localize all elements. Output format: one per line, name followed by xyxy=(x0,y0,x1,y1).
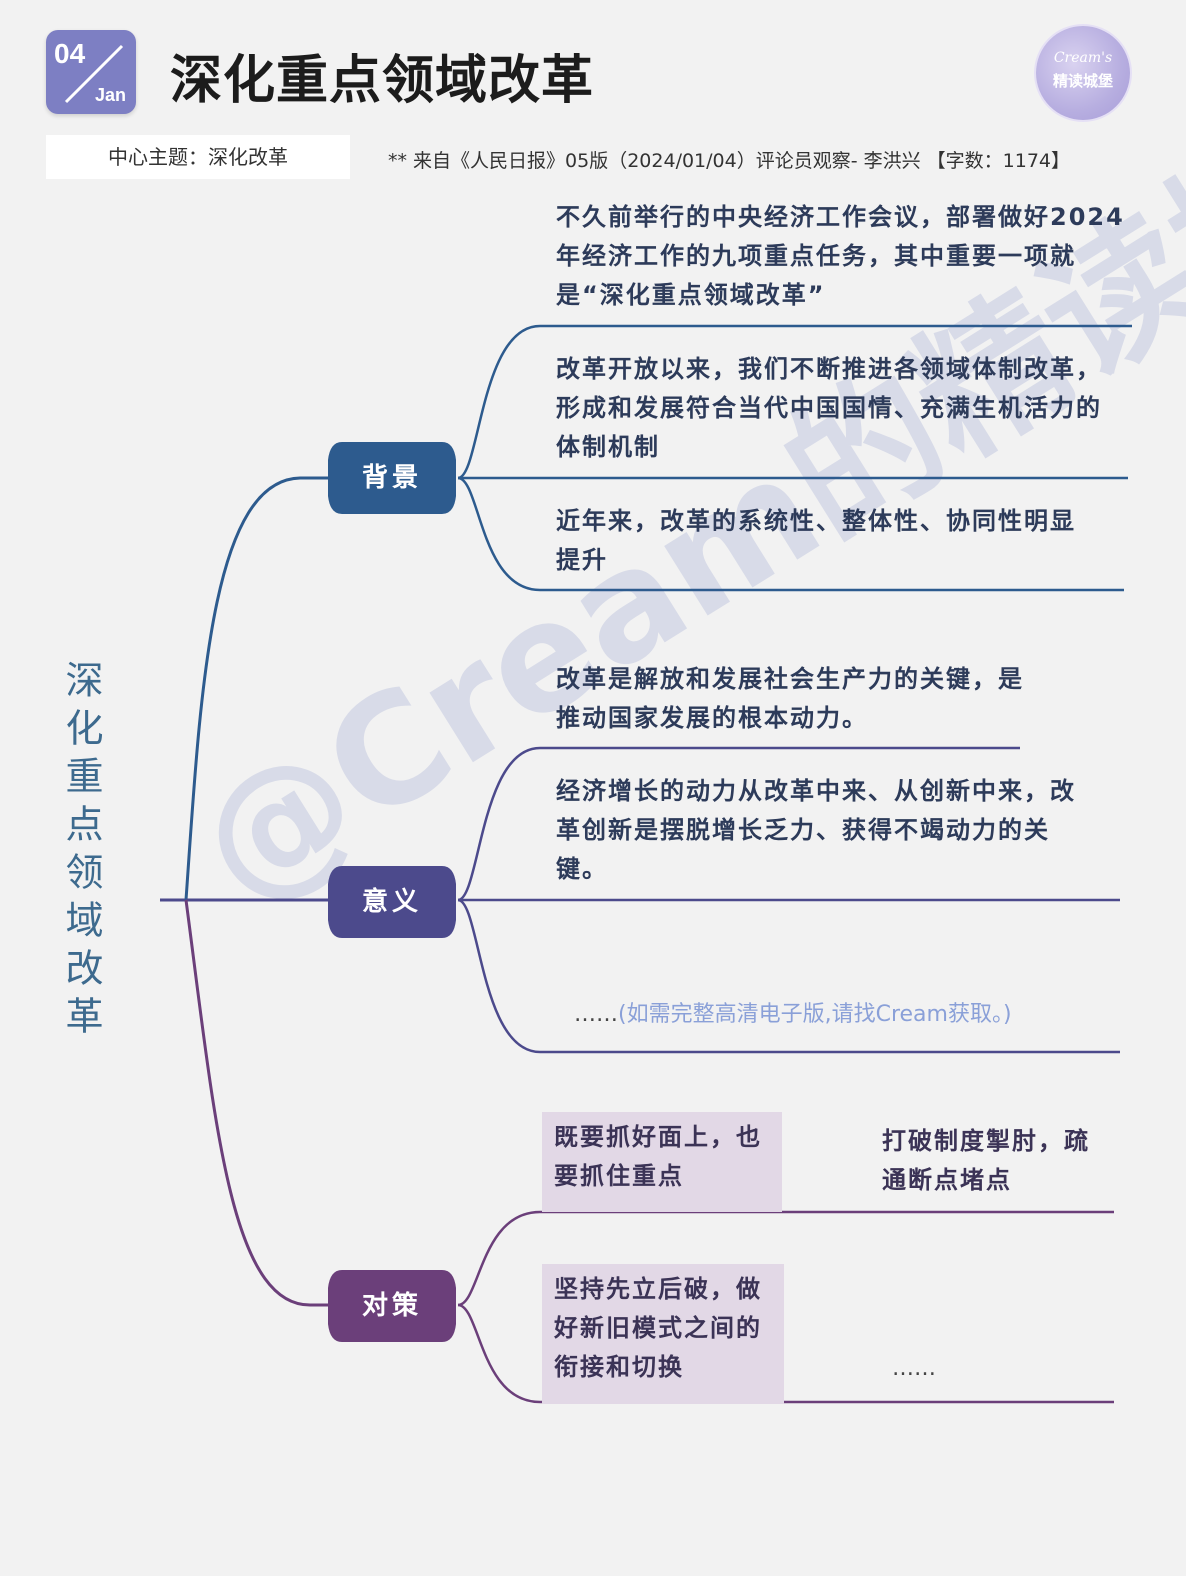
background-item-1: 不久前举行的中央经济工作会议，部署做好2024年经济工作的九项重点任务，其中重要… xyxy=(556,203,1125,309)
significance-item-1: 改革是解放和发展社会生产力的关键，是推动国家发展的根本动力。 xyxy=(556,665,1024,732)
significance-note: ……(如需完整高清电子版,请找Cream获取。) xyxy=(574,996,1012,1028)
node-shape xyxy=(328,1270,456,1342)
note-dots: …… xyxy=(574,1002,618,1027)
node-shape xyxy=(328,442,456,514)
significance-item-2: 经济增长的动力从改革中来、从创新中来，改革创新是摆脱增长乏力、获得不竭动力的关键… xyxy=(556,777,1076,883)
node-shape xyxy=(328,866,456,938)
sig-line-3 xyxy=(457,898,1120,1054)
node-measures: 对策 xyxy=(326,1266,458,1346)
measure-highlight-1: 既要抓好面上，也要抓住重点 xyxy=(542,1112,782,1212)
bg-line-1 xyxy=(457,324,1132,480)
measure-ellipsis: …… xyxy=(892,1356,936,1381)
source-line: ** 来自《人民日报》05版（2024/01/04）评论员观察- 李洪兴 【字数… xyxy=(388,150,1071,172)
date-badge: 04 Jan xyxy=(46,30,136,114)
node-measures-label: 对策 xyxy=(361,1291,422,1321)
connector-measures xyxy=(184,899,330,1307)
node-significance: 意义 xyxy=(326,862,458,942)
logo-line-1: Cream's xyxy=(1053,50,1113,66)
note-text: (如需完整高清电子版,请找Cream获取。) xyxy=(618,1002,1012,1027)
node-significance-label: 意义 xyxy=(361,887,422,917)
page-title: 深化重点领域改革 xyxy=(170,51,595,111)
central-topic: 深化重点领域改革 xyxy=(59,660,103,1044)
node-background: 背景 xyxy=(326,438,458,518)
measure-item-2: 打破制度掣肘，疏通断点堵点 xyxy=(882,1127,1090,1194)
measure-line-1 xyxy=(457,1210,1114,1307)
measure-item-3: 坚持先立后破，做好新旧模式之间的衔接和切换 xyxy=(554,1275,762,1381)
bg-line-3 xyxy=(457,476,1124,592)
date-day: 04 xyxy=(54,38,86,69)
brand-logo: Cream's 精读城堡 xyxy=(1036,26,1130,120)
measure-item-1: 既要抓好面上，也要抓住重点 xyxy=(554,1123,762,1190)
background-item-3: 近年来，改革的系统性、整体性、协同性明显提升 xyxy=(556,507,1076,574)
logo-line-2: 精读城堡 xyxy=(1052,72,1113,90)
sig-line-1 xyxy=(457,746,1020,902)
date-divider-icon xyxy=(64,44,124,104)
measure-highlight-2: 坚持先立后破，做好新旧模式之间的衔接和切换 xyxy=(542,1264,784,1404)
topic-label: 中心主题：深化改革 xyxy=(46,135,350,179)
background-item-2: 改革开放以来，我们不断推进各领域体制改革，形成和发展符合当代中国国情、充满生机活… xyxy=(556,355,1102,461)
connector-background xyxy=(184,476,330,901)
node-background-label: 背景 xyxy=(361,463,422,493)
date-month: Jan xyxy=(94,85,126,105)
measure-line-2 xyxy=(457,1303,1114,1404)
